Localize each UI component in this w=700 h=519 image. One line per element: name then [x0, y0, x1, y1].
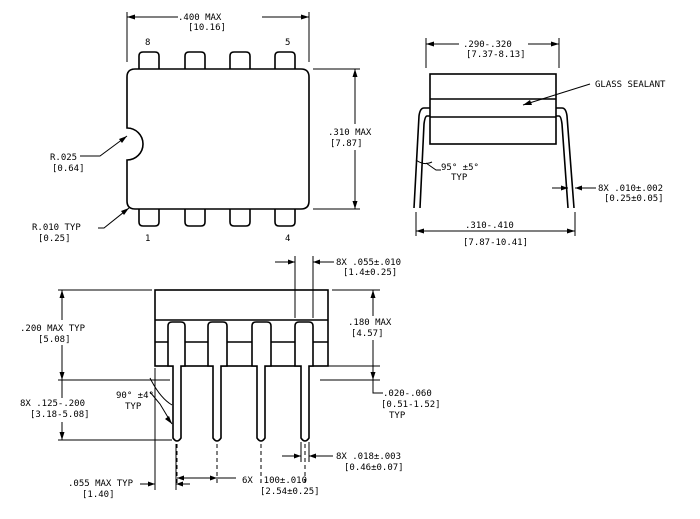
end-left-lead [413, 107, 430, 209]
seat-height-mm: [4.57] [351, 329, 384, 339]
pin-1-label: 1 [145, 234, 150, 244]
shoulder-width-mm: [1.4±0.25] [343, 268, 397, 278]
shoulder-width: 8X .055±.010 [336, 258, 401, 268]
notch-radius-mm: [0.64] [52, 164, 85, 174]
top-view: .400 MAX [10.16] 8 5 1 4 .310 MAX [7.87]… [32, 12, 372, 244]
lead-length-mm: [3.18-5.08] [30, 410, 90, 420]
end-view-body [429, 73, 557, 145]
pitch-mm: [2.54±0.25] [260, 487, 320, 497]
body-height-mm: [5.08] [38, 335, 71, 345]
top-pins [138, 51, 296, 71]
end-span-dim: .310-.410 [465, 221, 514, 231]
pitch: 6X .100±.010 [242, 476, 307, 486]
end-width-dim-mm: [7.37-8.13] [466, 50, 526, 60]
end-right-lead [556, 107, 575, 209]
pin-4-label: 4 [285, 234, 290, 244]
end-angle: 95° ±5° [441, 163, 479, 173]
glass-sealant-label: GLASS SEALANT [595, 80, 666, 90]
top-width-dim-mm: [10.16] [188, 23, 226, 33]
side-leads [167, 321, 314, 442]
notch-radius: R.025 [50, 153, 77, 163]
lead-length: 8X .125-.200 [20, 399, 85, 409]
seat-height: .180 MAX [348, 318, 392, 328]
lead-thickness-mm: [0.25±0.05] [604, 194, 664, 204]
lead-angle-typ: TYP [125, 402, 142, 412]
top-width-dim: .400 MAX [178, 13, 222, 23]
body-height: .200 MAX TYP [20, 324, 86, 334]
pin-5-label: 5 [285, 38, 290, 48]
pin-8-label: 8 [145, 38, 150, 48]
top-height-dim-mm: [7.87] [330, 139, 363, 149]
end-view: .290-.320 [7.37-8.13] GLASS SEALANT 95° … [413, 38, 666, 248]
lead-width-mm: [0.46±0.07] [344, 463, 404, 473]
side-view: 8X .055±.010 [1.4±0.25] .200 MAX TYP [5.… [20, 256, 441, 500]
lead-width: 8X .018±.003 [336, 452, 401, 462]
standoff-typ: TYP [389, 411, 406, 421]
lead-angle: 90° ±4° [116, 391, 154, 401]
end-angle-typ: TYP [451, 173, 468, 183]
lead-thickness: 8X .010±.002 [598, 184, 663, 194]
bottom-pins [138, 207, 296, 227]
top-height-dim: .310 MAX [328, 128, 372, 138]
standoff: .020-.060 [383, 389, 432, 399]
end-lead-mm: [1.40] [82, 490, 115, 500]
end-width-dim: .290-.320 [463, 40, 512, 50]
top-view-body [126, 68, 310, 210]
end-span-dim-mm: [7.87-10.41] [463, 238, 528, 248]
corner-radius-mm: [0.25] [38, 234, 71, 244]
standoff-mm: [0.51-1.52] [381, 400, 441, 410]
end-lead: .055 MAX TYP [68, 479, 134, 489]
corner-radius: R.010 TYP [32, 223, 81, 233]
